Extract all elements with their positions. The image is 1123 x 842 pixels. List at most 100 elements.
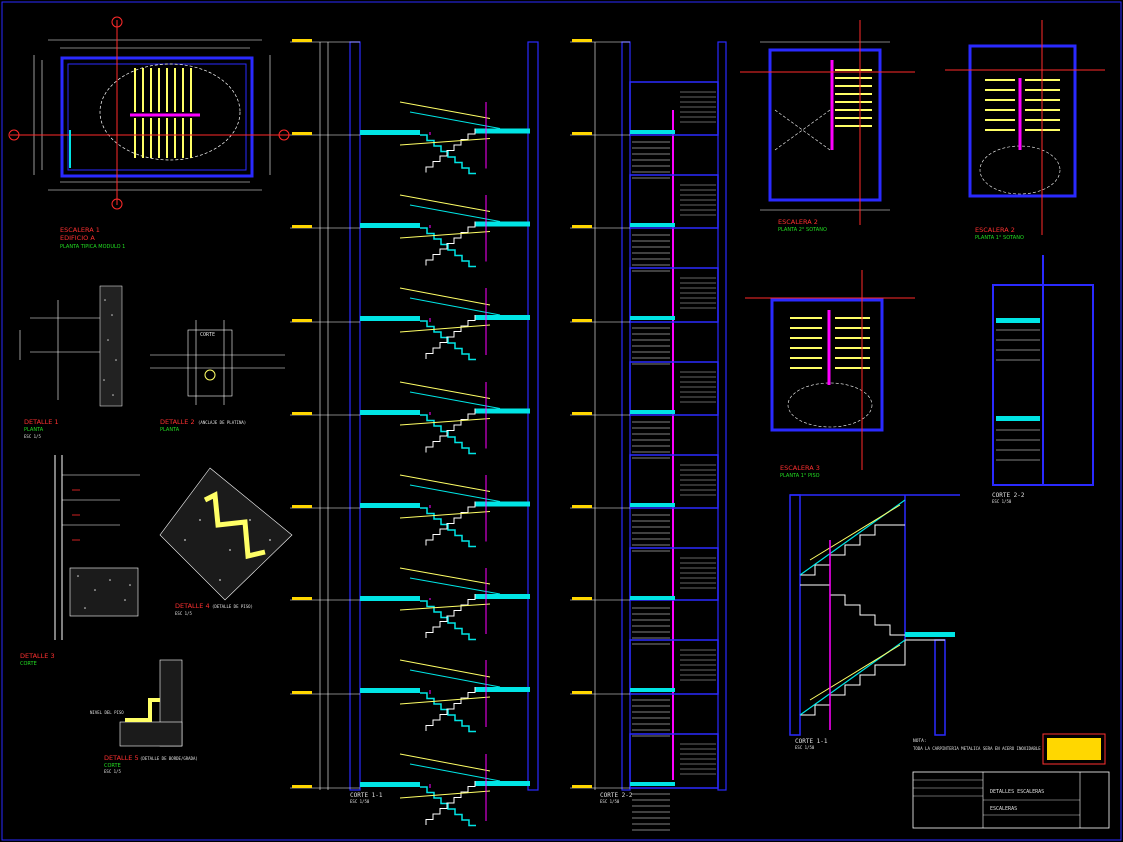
section22-scale: ESC 1/50: [600, 799, 620, 804]
landing-slab: [475, 687, 530, 692]
handrail: [399, 696, 491, 705]
stair-flight: [425, 594, 476, 638]
landing-slab: [475, 408, 530, 414]
stair-flight: [420, 600, 476, 641]
landing-slab: [630, 688, 675, 692]
plan1-caption: PLANTA TIPICA MODULO 1: [60, 244, 125, 250]
handrail: [399, 381, 491, 399]
notes-block: NOTA: TODA LA CARPINTERIA METALICA SERA …: [913, 733, 1106, 765]
stair-flight: [425, 687, 476, 731]
stair-flight: [420, 414, 476, 455]
detalle-1: DETALLE 1 PLANTA ESC 1/5: [19, 285, 123, 439]
handrail: [399, 603, 491, 611]
d2-sub: CORTE: [200, 332, 215, 338]
handrail: [399, 324, 491, 333]
stair-flight: [420, 786, 476, 827]
level-tag: [292, 505, 312, 508]
stair-flight: [420, 692, 476, 733]
handrail: [409, 391, 501, 409]
landing-slab: [475, 501, 530, 507]
d4-note: (DETALLE DE PISO): [212, 604, 253, 609]
detalle-4: DETALLE 4 (DETALLE DE PISO) ESC 1/5: [159, 467, 293, 616]
handrail: [399, 287, 491, 306]
landing-slab: [475, 594, 530, 599]
handrail: [399, 474, 491, 492]
d5-caption: CORTE: [104, 763, 121, 769]
landing-slab: [630, 130, 675, 134]
landing-slab: [360, 503, 420, 508]
stair-flight: [420, 320, 476, 361]
d5-scale: ESC 1/5: [104, 769, 121, 774]
stair-flight: [420, 507, 476, 548]
landing-slab: [360, 782, 420, 787]
detalle-5: NIVEL DEL PISO DETALLE 5 (DETALLE DE BOR…: [90, 659, 198, 774]
section11b-title: CORTE 1-1: [795, 738, 828, 745]
landing-slab: [630, 316, 675, 320]
landing-slab: [630, 503, 675, 507]
section22b-scale: ESC 1/50: [992, 499, 1012, 504]
landing-slab: [360, 130, 420, 135]
handrail: [409, 669, 501, 688]
plan3-caption: PLANTA 1° PISO: [780, 473, 820, 479]
stair-flight: [425, 315, 476, 359]
stair-flight: [425, 128, 476, 173]
section11-scale: ESC 1/50: [350, 799, 370, 804]
level-tag: [292, 319, 312, 322]
landing-slab: [630, 223, 675, 227]
level-tag: [572, 691, 592, 694]
level-tag: [572, 39, 592, 42]
level-tag: [572, 785, 592, 788]
handrail: [409, 297, 501, 316]
section-1-1-small: CORTE 1-1 ESC 1/50: [789, 494, 960, 750]
plan-escalera-3: ESCALERA 3 PLANTA 1° PISO: [745, 270, 915, 479]
landing-slab: [475, 128, 530, 134]
d4-title: DETALLE 4: [175, 602, 210, 610]
stair-flight: [420, 227, 476, 268]
floor-bay: [629, 174, 719, 229]
plan1-title: ESCALERA 1: [60, 226, 100, 234]
landing-slab: [360, 410, 420, 415]
handrail: [399, 567, 491, 585]
plan-escalera-1: ESCALERA 1 EDIFICIO A PLANTA TIPICA MODU…: [8, 16, 290, 250]
level-tag: [292, 691, 312, 694]
section11-title: CORTE 1-1: [350, 792, 383, 799]
d3-caption: CORTE: [20, 661, 37, 667]
d2-title: DETALLE 2: [160, 418, 195, 426]
handrail: [399, 790, 491, 799]
handrail: [409, 484, 501, 502]
section22-title: CORTE 2-2: [600, 792, 633, 799]
section22b-title: CORTE 2-2: [992, 492, 1025, 499]
d1-title: DETALLE 1: [24, 418, 59, 426]
handrail: [399, 101, 491, 119]
handrail: [399, 659, 491, 678]
level-tag: [572, 225, 592, 228]
level-tag: [292, 39, 312, 42]
d3-title: DETALLE 3: [20, 652, 55, 660]
landing-slab: [360, 223, 420, 228]
title-project: DETALLES ESCALERAS: [990, 789, 1044, 795]
stair-flight: [425, 408, 476, 453]
level-tag: [572, 505, 592, 508]
d1-caption: PLANTA: [24, 427, 44, 433]
d2-caption: PLANTA: [160, 427, 180, 433]
detalle-2: DETALLE 2 (ANCLAJE DE PLATINA) PLANTA CO…: [150, 320, 285, 433]
notes-text: TODA LA CARPINTERIA METALICA SERA EN ACE…: [913, 746, 1041, 751]
d5-title: DETALLE 5: [104, 754, 139, 762]
stair-flight: [425, 781, 476, 825]
handrail: [399, 194, 491, 212]
section-1-1: [319, 41, 539, 827]
landing-slab: [360, 596, 420, 601]
d5-nivel: NIVEL DEL PISO: [90, 710, 124, 715]
level-tag: [292, 132, 312, 135]
handrail: [409, 763, 501, 782]
title-block: DETALLES ESCALERAS ESCALERAS: [912, 771, 1110, 829]
title-sheet: ESCALERAS: [990, 806, 1017, 812]
handrail: [399, 511, 491, 519]
section-2-2: CORTE 2-2 ESC 1/50: [594, 41, 727, 831]
landing-slab: [630, 782, 675, 786]
level-tag: [292, 597, 312, 600]
plan3-title: ESCALERA 3: [780, 464, 820, 472]
handrail: [399, 418, 491, 426]
